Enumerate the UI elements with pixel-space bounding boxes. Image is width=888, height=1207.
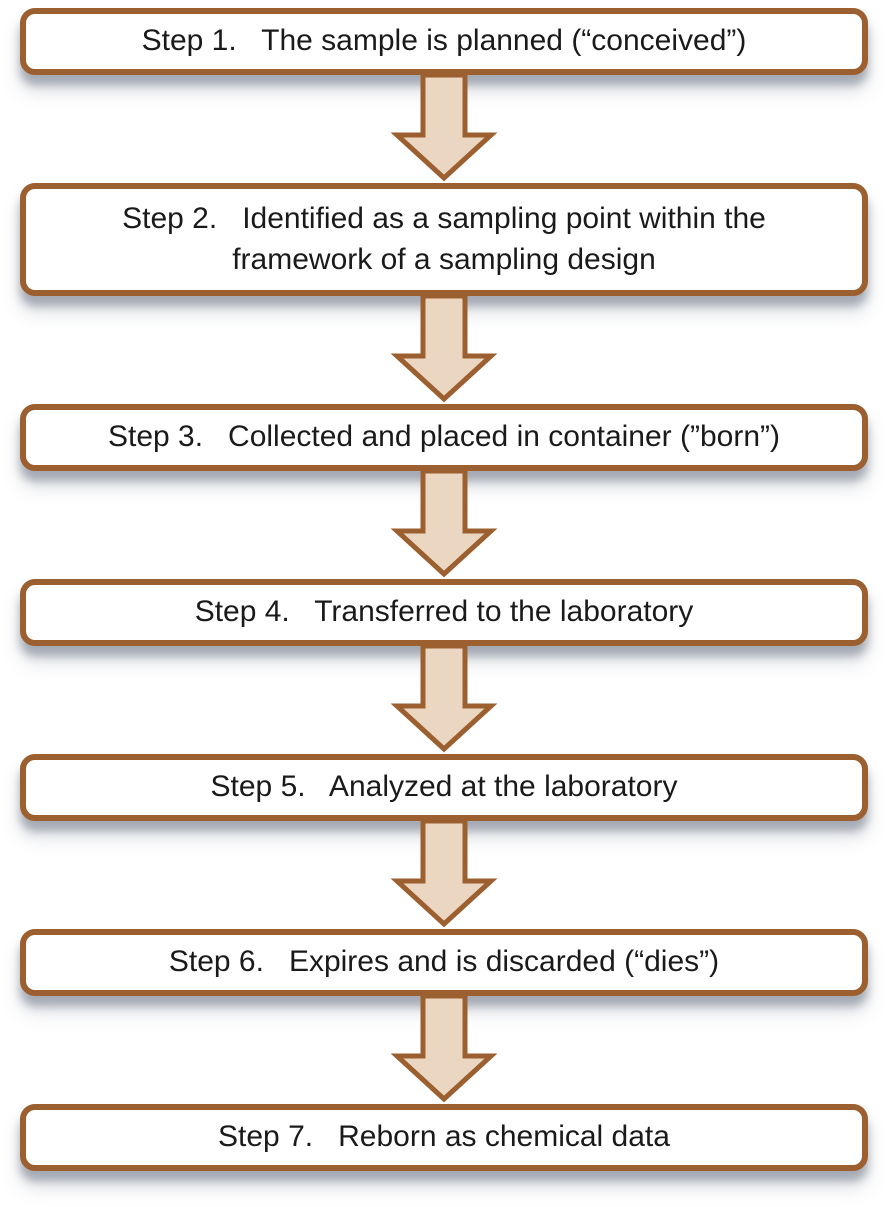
step-box-4: Step 4. Transferred to the laboratory [20, 579, 868, 646]
down-arrow-4 [20, 646, 868, 754]
step-2-label: Step 2. Identified as a sampling point w… [122, 202, 766, 276]
down-arrow-icon [390, 75, 498, 182]
step-box-2: Step 2. Identified as a sampling point w… [20, 183, 868, 296]
down-arrow-icon [390, 996, 498, 1103]
step-box-3: Step 3. Collected and placed in containe… [20, 404, 868, 471]
step-4-label: Step 4. Transferred to the laboratory [194, 595, 694, 629]
step-box-7: Step 7. Reborn as chemical data [20, 1104, 868, 1171]
down-arrow-icon [390, 471, 498, 578]
down-arrow-1 [20, 75, 868, 183]
down-arrow-6 [20, 996, 868, 1104]
step-7-label: Step 7. Reborn as chemical data [218, 1120, 670, 1154]
step-3-label: Step 3. Collected and placed in containe… [107, 420, 781, 454]
sample-lifecycle-flowchart: Step 1. The sample is planned (“conceive… [20, 8, 868, 1171]
down-arrow-icon [390, 821, 498, 928]
down-arrow-5 [20, 821, 868, 929]
down-arrow-icon [390, 646, 498, 753]
step-box-5: Step 5. Analyzed at the laboratory [20, 754, 868, 821]
step-6-label: Step 6. Expires and is discarded (“dies”… [168, 945, 720, 979]
step-box-1: Step 1. The sample is planned (“conceive… [20, 8, 868, 75]
step-1-label: Step 1. The sample is planned (“conceive… [141, 24, 747, 58]
step-box-6: Step 6. Expires and is discarded (“dies”… [20, 929, 868, 996]
down-arrow-icon [390, 296, 498, 403]
step-5-label: Step 5. Analyzed at the laboratory [210, 770, 678, 804]
down-arrow-2 [20, 296, 868, 404]
down-arrow-3 [20, 471, 868, 579]
